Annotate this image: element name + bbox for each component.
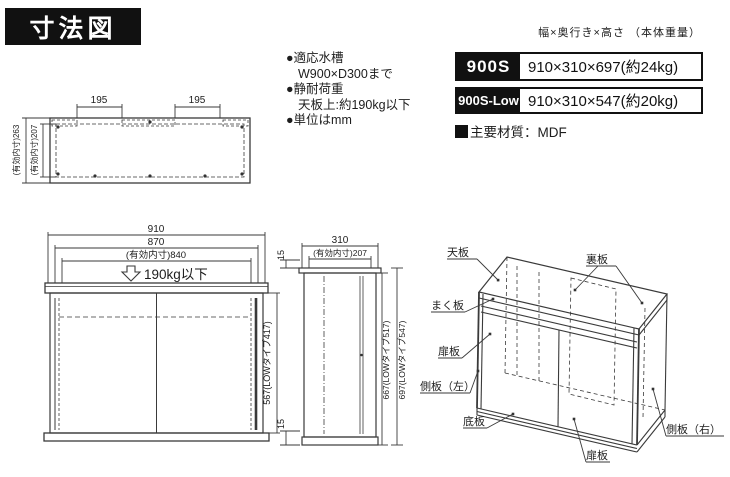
dim-195-left: 195 (91, 95, 108, 106)
material-note: 主要材質：MDF (455, 121, 703, 141)
table-row: 900S-Low 910×310×547(約20kg) (455, 87, 703, 114)
dim-910: 910 (148, 224, 165, 235)
front-view-cabinet (43, 282, 270, 442)
model-badge: 900S (457, 54, 520, 79)
dim-697: 697(LOWタイプ547) (397, 320, 407, 399)
side-view-depth-dims (301, 243, 379, 268)
label-back-panel: 裏板 (586, 252, 608, 266)
dim-207: (有効内寸)207 (313, 248, 367, 258)
side-view-drawing: 310 (有効内寸)207 15 15 667(LOWタイプ517) (276, 235, 407, 446)
note-line: ●単位はmm (286, 113, 352, 127)
label-top-panel: 天板 (447, 245, 469, 259)
iso-label-back-panel: 裏板 (573, 252, 644, 305)
label-side-right: 側板（右） (666, 422, 721, 436)
spec-table: 幅×奥行き×高さ （本体重量） 900S 910×310×697(約24kg) … (455, 24, 703, 141)
top-view-drawing: 195 195 (有効内寸)263 (有効内寸)207 (11, 95, 251, 184)
iso-label-bottom-panel: 底板 (463, 412, 515, 429)
dim-870: 870 (148, 237, 165, 248)
top-view-depth-dims (22, 117, 56, 184)
dim-depth-outer: (有効内寸)263 (11, 124, 21, 175)
model-size: 910×310×697(約24kg) (528, 59, 679, 76)
iso-label-side-left: 側板（左） (420, 369, 480, 394)
iso-label-door-bottom: 扉板 (572, 417, 610, 463)
notes-list: ●適応水槽 W900×D300まで ●静耐荷重 天板上:約190kg以下 ●単位… (286, 51, 411, 129)
top-view-dimensions (76, 104, 221, 118)
dim-depth-inner: (有効内寸)207 (29, 124, 39, 175)
dim-667: 667(LOWタイプ517) (381, 320, 391, 399)
model-badge: 900S-Low (457, 89, 520, 112)
iso-hidden-lines (504, 256, 666, 419)
side-view-height-dims (376, 267, 403, 446)
iso-label-side-right: 側板（右） (651, 387, 724, 437)
label-side-left: 側板（左） (420, 379, 475, 393)
note-line: W900×D300まで (298, 66, 393, 81)
note-line: ●適応水槽 (286, 51, 344, 65)
front-view-height-dim (266, 292, 280, 434)
iso-label-door-left: 扉板 (438, 332, 492, 359)
dim-310: 310 (332, 235, 349, 246)
material-label: 主要材質：MDF (470, 125, 567, 140)
square-bullet-icon (455, 124, 468, 138)
dim-567: 567(LOWタイプ417) (262, 321, 272, 405)
top-view-fasteners (56, 120, 244, 178)
note-line: ●静耐荷重 (286, 82, 344, 96)
dim-15-bottom: 15 (276, 419, 286, 429)
model-size: 910×310×547(約20kg) (528, 93, 679, 110)
top-view-outline (49, 117, 251, 184)
front-view-width-dims (47, 232, 266, 283)
load-arrow-icon (120, 265, 142, 282)
page-title: 寸法図 (5, 8, 141, 45)
dim-195-right: 195 (189, 95, 206, 106)
label-skirt-panel: まく板 (431, 298, 464, 312)
side-view-cabinet (298, 267, 382, 446)
note-line: 天板上:約190kg以下 (298, 97, 411, 112)
table-row: 900S 910×310×697(約24kg) (455, 52, 703, 81)
load-note: 190kg以下 (144, 267, 208, 282)
isometric-view-drawing: 天板 裏板 まく板 扉板 側板（左） (420, 245, 724, 463)
iso-label-top-panel: 天板 (447, 245, 500, 282)
iso-label-skirt-panel: まく板 (431, 297, 495, 313)
label-door-left: 扉板 (438, 344, 460, 358)
spec-table-header: 幅×奥行き×高さ （本体重量） (538, 27, 701, 39)
front-view-drawing: 910 870 (有効内寸)840 190kg以下 567(LOWタイプ417) (43, 224, 280, 442)
dim-15-top: 15 (276, 250, 286, 260)
iso-cabinet-wireframe (476, 256, 669, 453)
side-view-top-15-dim (280, 259, 300, 269)
label-door-bottom: 扉板 (586, 448, 608, 462)
dim-840: (有効内寸)840 (126, 249, 186, 261)
side-view-bottom-15-dim (280, 430, 300, 446)
label-bottom-panel: 底板 (463, 414, 485, 428)
